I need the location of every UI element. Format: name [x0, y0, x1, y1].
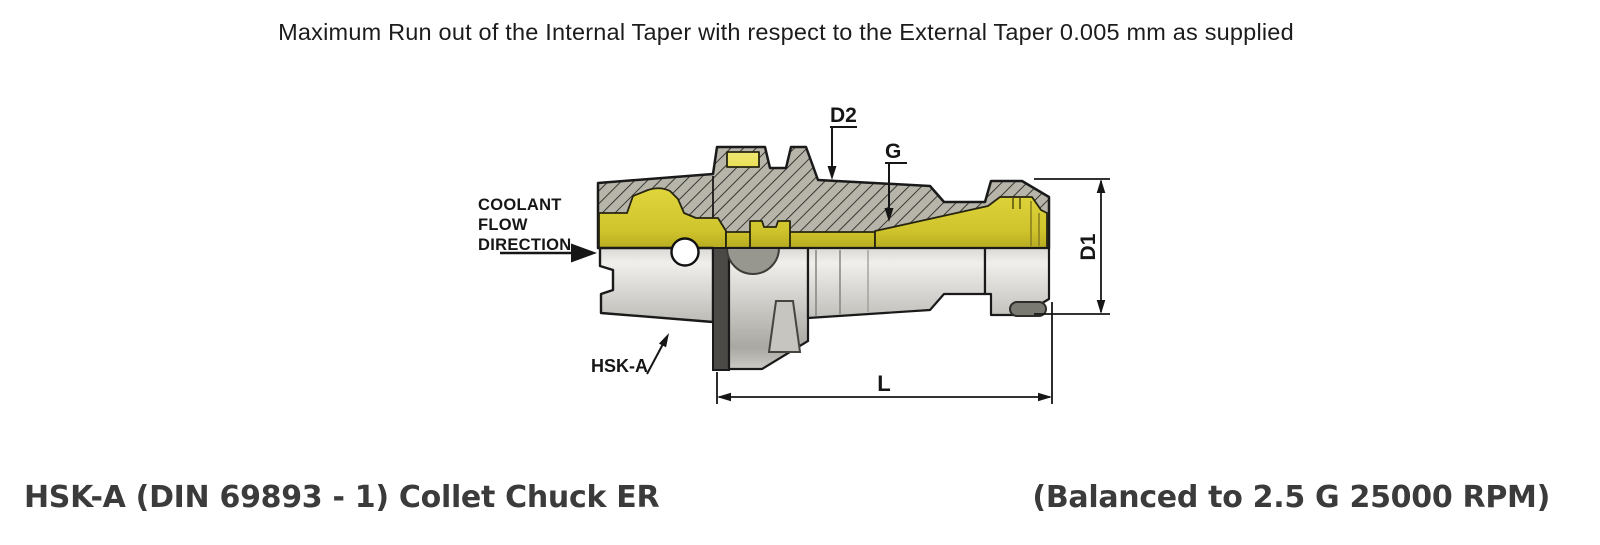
external-view-bottom	[598, 246, 1051, 371]
l-arrowhead-left	[717, 392, 731, 402]
g-arrowhead	[884, 208, 894, 222]
product-title: HSK-A (DIN 69893 - 1) Collet Chuck ER	[24, 480, 660, 515]
balance-spec: (Balanced to 2.5 G 25000 RPM)	[1032, 480, 1550, 515]
hsk-a-arrowhead	[658, 333, 669, 348]
coolant-hole	[670, 237, 700, 267]
runout-note: Maximum Run out of the Internal Taper wi…	[278, 19, 1294, 45]
body-external	[806, 246, 987, 320]
d1-arrowhead-bottom	[1096, 300, 1106, 314]
coolant-flow-arrowhead	[571, 243, 597, 263]
coolant-flow-annotation: COOLANT FLOW DIRECTION	[478, 196, 597, 263]
dimension-g: G	[884, 140, 907, 222]
d2-label: D2	[830, 104, 857, 127]
dimension-d2: D2	[827, 104, 857, 180]
collet-nut-external	[983, 246, 1051, 317]
d2-arrowhead	[827, 166, 837, 180]
hsk-a-label: HSK-A	[591, 356, 648, 376]
d1-label: D1	[1077, 233, 1100, 260]
flange-front-band	[712, 247, 730, 371]
dimension-d1: D1	[1034, 178, 1110, 315]
l-arrowhead-right	[1038, 392, 1052, 402]
coolant-groove-arch	[725, 247, 781, 275]
spanner-slot	[1009, 301, 1047, 317]
coolant-word-1: COOLANT	[478, 196, 562, 214]
coolant-word-2: FLOW	[478, 216, 528, 234]
g-label: G	[885, 140, 901, 163]
section-view-top	[596, 145, 1051, 250]
coolant-tube-adjuster	[749, 220, 791, 249]
channel-strip	[725, 231, 876, 249]
tool-holder-diagram: D2 G D1 L	[478, 104, 1110, 404]
hsk-bore-section	[598, 187, 727, 249]
gripper-groove	[767, 300, 802, 353]
coolant-word-3: DIRECTION	[478, 236, 571, 254]
collet-taper-section	[874, 196, 1048, 249]
hsk-a-annotation: HSK-A	[591, 333, 669, 376]
d1-arrowhead-top	[1096, 179, 1106, 193]
l-label: L	[877, 371, 890, 396]
drive-key-section	[726, 151, 760, 168]
dimension-l: L	[716, 302, 1053, 404]
coolant-channel	[598, 151, 1048, 249]
